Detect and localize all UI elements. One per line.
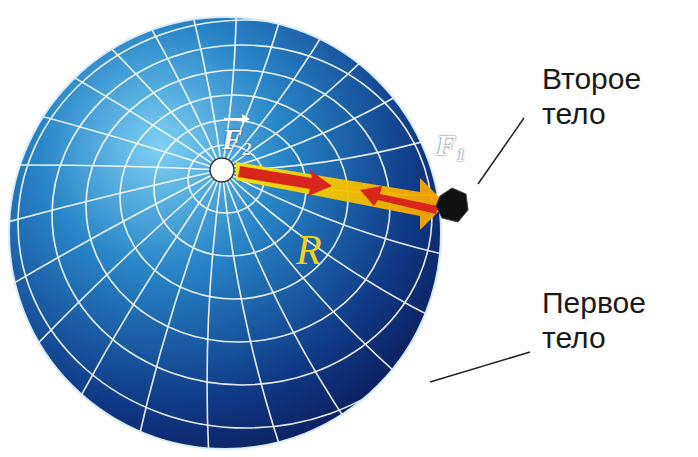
leader-line — [478, 118, 524, 184]
leader-line — [430, 352, 530, 382]
force-arrow-1 — [360, 186, 438, 214]
force-label: F₂ — [222, 122, 252, 157]
body-label: Первое тело — [542, 286, 692, 355]
body-label: Второе тело — [542, 62, 692, 131]
radius-arrow — [236, 162, 446, 230]
second-body — [436, 188, 468, 222]
force-arrow-2 — [238, 166, 332, 196]
radius-label: R — [296, 226, 322, 274]
force-label: F₁ — [436, 128, 466, 163]
globe — [9, 17, 441, 449]
globe-rim — [9, 17, 441, 449]
center-point — [210, 158, 234, 182]
